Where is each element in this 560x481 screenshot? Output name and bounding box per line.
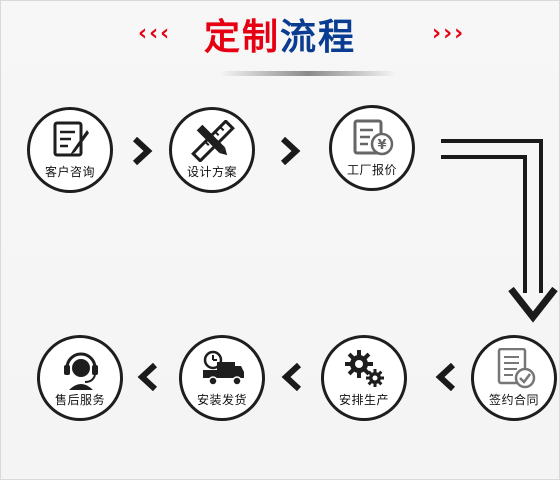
step-sign-contract: 签约合同: [471, 335, 557, 421]
svg-text:¥: ¥: [377, 138, 386, 153]
chevron-left-icon: [137, 363, 158, 391]
step-label: 售后服务: [54, 393, 105, 407]
edit-document-icon: [53, 121, 89, 157]
page-title: 定制 流程: [1, 9, 559, 59]
step-label: 设计方案: [186, 165, 237, 179]
step-after-sales: 售后服务: [37, 335, 123, 421]
step-customer-consult: 客户咨询: [27, 107, 113, 193]
step-label: 签约合同: [488, 393, 539, 407]
title-blue-part: 流程: [280, 17, 357, 58]
step-schedule-production: 安排生产: [321, 335, 407, 421]
contract-check-icon: [497, 348, 536, 389]
left-chevron-deco: ‹‹‹: [138, 21, 172, 46]
title-underline: [219, 71, 397, 76]
ruler-pencil-icon: [191, 120, 235, 162]
price-quote-icon: ¥: [353, 119, 394, 156]
gears-icon: [345, 350, 384, 387]
right-chevron-deco: ›››: [432, 21, 466, 46]
title-red-part: 定制: [203, 17, 280, 58]
delivery-truck-icon: [203, 350, 244, 386]
chevron-left-icon: [435, 363, 456, 391]
chevron-left-icon: [281, 363, 302, 391]
step-design-plan: 设计方案: [169, 107, 255, 193]
chevron-right-icon: [280, 137, 301, 165]
step-label: 工厂报价: [346, 163, 397, 177]
step-label: 安排生产: [338, 393, 389, 407]
headset-support-icon: [64, 352, 98, 390]
step-label: 安装发货: [196, 393, 247, 407]
chevron-right-icon: [132, 137, 153, 165]
step-label: 客户咨询: [44, 165, 95, 179]
step-factory-quote: ¥ 工厂报价: [329, 105, 415, 191]
step-install-ship: 安装发货: [179, 335, 265, 421]
